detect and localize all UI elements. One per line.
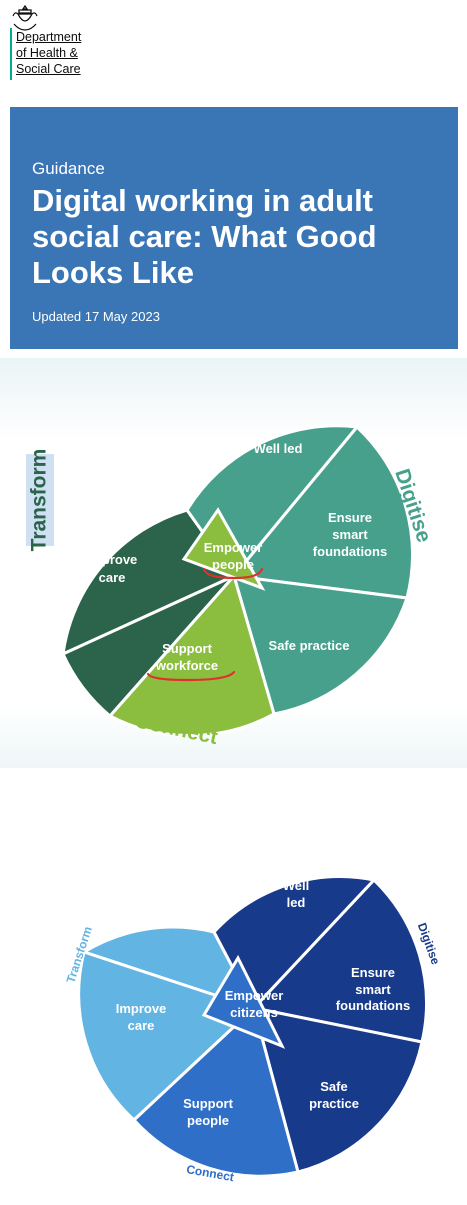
segment-ensure-smart-foundations <box>251 877 428 1044</box>
blue-wheel-section: Healthy populations Well led Improve car… <box>0 810 467 1200</box>
page-title: Digital working in adult social care: Wh… <box>32 183 377 290</box>
label-ensure-1: Ensure <box>328 510 372 525</box>
segment-safe-practice <box>231 574 410 716</box>
segment-ensure-smart-foundations <box>231 424 414 600</box>
label-support-2: workforce <box>155 658 218 673</box>
green-wheel-diagram: Healthy populations Well led Improve car… <box>26 424 436 749</box>
label-improve-2: care <box>128 1018 155 1033</box>
label-healthy-2: populations <box>142 906 216 921</box>
label-healthy-2: populations <box>128 460 202 475</box>
label-healthy-1: Healthy <box>142 443 190 458</box>
label-ensure-3: foundations <box>336 998 410 1013</box>
label-support-2: people <box>187 1113 229 1128</box>
segment-safe-practice <box>251 1006 424 1174</box>
label-ensure-2: smart <box>332 527 368 542</box>
updated-date: Updated 17 May 2023 <box>32 309 160 324</box>
label-healthy-1: Healthy <box>156 889 204 904</box>
underline-empower-people <box>202 567 264 580</box>
segment-support-people <box>131 1005 300 1178</box>
segment-well-led <box>212 875 377 1011</box>
label-well-2: led <box>287 895 306 910</box>
label-improve-2: care <box>99 570 126 585</box>
org-name-line-2: of Health & <box>16 46 78 60</box>
label-ensure-3: foundations <box>313 544 387 559</box>
organisation-logo-link[interactable]: Department of Health & Social Care <box>16 29 81 77</box>
org-accent-bar <box>10 28 12 80</box>
site-header: Department of Health & Social Care <box>0 0 467 97</box>
org-name-line-3: Social Care <box>16 62 81 76</box>
label-empower-2: citizens <box>230 1005 278 1020</box>
label-safe-practice: Safe practice <box>269 638 350 653</box>
segment-empower-people <box>181 507 266 591</box>
label-improve-1: Improve <box>87 552 138 567</box>
green-wheel-section: Healthy populations Well led Improve car… <box>0 358 467 768</box>
label-improve-1: Improve <box>116 1001 167 1016</box>
segment-improve-care <box>77 950 257 1123</box>
label-well-led: Well led <box>254 441 303 456</box>
segment-healthy-populations <box>80 925 258 1011</box>
document-type: Guidance <box>32 159 105 178</box>
label-well-1: Well <box>283 878 310 893</box>
title-banner: Guidance Digital working in adult social… <box>10 107 458 349</box>
royal-coat-of-arms-icon <box>12 4 38 31</box>
blue-wheel-diagram: Healthy populations Well led Improve car… <box>63 875 443 1184</box>
label-safe-2: practice <box>309 1096 359 1111</box>
label-empower-2: people <box>212 557 254 572</box>
transform-highlight <box>26 454 54 546</box>
label-empower-1: Empower <box>225 988 284 1003</box>
underline-support-workforce <box>146 670 236 682</box>
label-safe-1: Safe <box>320 1079 347 1094</box>
segment-support-workforce <box>107 572 276 737</box>
label-empower-1: Empower <box>204 540 263 555</box>
org-name-line-1: Department <box>16 30 82 44</box>
label-support-1: Support <box>162 641 212 656</box>
label-support-1: Support <box>183 1096 233 1111</box>
label-ensure-2: smart <box>355 982 391 997</box>
segment-empower-citizens <box>201 954 286 1049</box>
category-transform: Transform <box>28 449 51 552</box>
label-ensure-1: Ensure <box>351 965 395 980</box>
